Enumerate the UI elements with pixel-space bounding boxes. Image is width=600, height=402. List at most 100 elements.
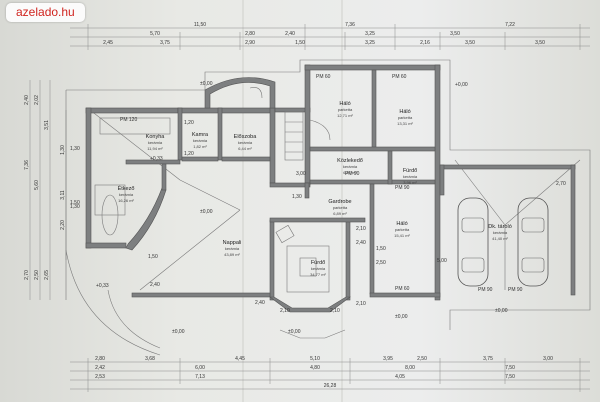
room-name: Gardrobe (328, 199, 351, 205)
dim-bottom: 3,95 (383, 356, 393, 362)
level-mark: +0,33 (96, 283, 109, 289)
dim-bottom: 3,68 (145, 356, 155, 362)
left-dimension-lines: 2,40 2,02 3,51 1,30 5,60 7,36 2,70 2,50 … (24, 80, 80, 300)
dim-inner-left-1: 1,30 (70, 146, 80, 152)
room-halo-3: Háló parketta 15,41 m² (394, 221, 410, 238)
dim-bottom: 3,75 (483, 356, 493, 362)
inner-dim: 1,30 (70, 204, 80, 210)
room-name: Kamra (192, 132, 209, 138)
room-area: 1,82 m² (193, 144, 207, 149)
room-area: 6,89 m² (333, 211, 347, 216)
level-mark: ±0,00 (172, 329, 185, 335)
dim-bottom: 4,45 (235, 356, 245, 362)
dim-top-15: 3,50 (465, 40, 475, 46)
dim-left-1: 2,40 (24, 95, 30, 105)
dim-left-4: 1,30 (60, 145, 66, 155)
dim-bottom: 2,50 (417, 356, 427, 362)
dim-left-2: 2,02 (34, 95, 40, 105)
dim-top-13: 3,25 (365, 40, 375, 46)
dim-inner-left-4: 3,11 (60, 190, 66, 200)
room-floor: kerámia (403, 174, 418, 179)
level-mark: ±0,00 (200, 209, 213, 215)
room-name: Konyha (146, 134, 166, 140)
dim-left-6: 7,36 (24, 160, 30, 170)
level-mark: ±0,00 (200, 81, 213, 87)
room-name: Fürdő (403, 168, 417, 174)
room-area: 41,40 m² (492, 236, 508, 241)
dim-bottom: 6,00 (195, 365, 205, 371)
inner-dim: 1,20 (184, 120, 194, 126)
level-mark: +0,00 (455, 82, 468, 88)
inner-dim: 2,10 (280, 308, 290, 314)
car-icon (517, 197, 549, 287)
room-name: Háló (396, 221, 407, 227)
room-floor: kerámia (311, 266, 326, 271)
room-name: Nappali (223, 240, 242, 246)
dim-inner-left-3: 2,20 (60, 220, 66, 230)
dim-top-14: 2,16 (420, 40, 430, 46)
dim-left-8: 2,50 (34, 270, 40, 280)
room-garage: Dk. tároló kerámia 41,40 m² (488, 224, 512, 241)
inner-dim: 3,00 (296, 171, 306, 177)
marker-label: PM 120 (120, 117, 137, 123)
marker-label: PM 60 (395, 286, 410, 292)
dim-left-3: 3,51 (44, 120, 50, 130)
level-mark: ±0,00 (288, 329, 301, 335)
level-mark: +0,33 (150, 156, 163, 162)
room-floor: parketta (333, 205, 348, 210)
dim-top-2: 7,36 (345, 22, 355, 28)
room-area: 43,89 m² (224, 252, 240, 257)
room-area: 15,41 m² (394, 233, 410, 238)
walls (85, 64, 576, 313)
dim-top-10: 3,75 (160, 40, 170, 46)
room-area: 34,77 m² (310, 272, 326, 277)
room-floor: parketta (338, 107, 353, 112)
dim-left-9: 2,65 (44, 270, 50, 280)
room-name: Fürdő (311, 260, 325, 266)
room-halo-2: Háló parketta 13,31 m² (397, 109, 413, 126)
dim-bottom: 2,42 (95, 365, 105, 371)
level-mark: ±0,00 (395, 314, 408, 320)
room-floor: parketta (395, 227, 410, 232)
marker-label: PM 90 (395, 185, 410, 191)
inner-dim: 2,70 (556, 181, 566, 187)
room-name: Étkező (118, 185, 135, 192)
dim-bottom: 2,53 (95, 374, 105, 380)
marker-label: PM 90 (478, 287, 493, 293)
inner-dim: 2,40 (356, 240, 366, 246)
dim-top-11: 2,90 (245, 40, 255, 46)
dim-bottom: 2,80 (95, 356, 105, 362)
room-floor: kerámia (493, 230, 508, 235)
watermark-logo: azelado.hu (6, 3, 85, 22)
dim-bottom: 4,05 (395, 374, 405, 380)
level-mark: ±0,00 (495, 308, 508, 314)
dim-bottom: 7,50 (505, 374, 515, 380)
room-etkezo: Étkező kerámia 16,26 m² (118, 185, 135, 203)
room-area: 16,26 m² (118, 198, 134, 203)
room-floor: kerámia (343, 164, 358, 169)
room-area: 3,96 m² (403, 180, 417, 185)
inner-dim: 2,50 (376, 260, 386, 266)
marker-label: PM 60 (392, 74, 407, 80)
top-dimension-lines: 11,50 7,36 7,22 5,70 2,80 2,40 3,25 3,50… (70, 22, 590, 50)
room-floor: kerámia (238, 140, 253, 145)
dim-inner-left-2: 1,50 (70, 200, 80, 206)
dim-top-16: 3,50 (535, 40, 545, 46)
marker-label: PM 90 (508, 287, 523, 293)
room-konyha: Konyha kerámia 11,94 m² (146, 134, 166, 151)
dim-top-9: 2,45 (103, 40, 113, 46)
room-eloszoba: Előszoba kerámia 6,44 m² (234, 134, 258, 151)
inner-dim: 2,40 (255, 300, 265, 306)
room-name: Közlekedő (337, 158, 363, 164)
room-nappali: Nappali kerámia 43,89 m² (223, 240, 242, 257)
dim-bottom: 8,00 (405, 365, 415, 371)
inner-dim: 1,20 (184, 151, 194, 157)
room-area: 6,44 m² (238, 146, 252, 151)
inner-dim: 5,00 (437, 258, 447, 264)
dim-top-4: 5,70 (150, 31, 160, 37)
fixtures (94, 87, 331, 293)
inner-dim: 1,30 (292, 194, 302, 200)
dim-bottom: 4,80 (310, 365, 320, 371)
room-name: Előszoba (234, 134, 258, 140)
